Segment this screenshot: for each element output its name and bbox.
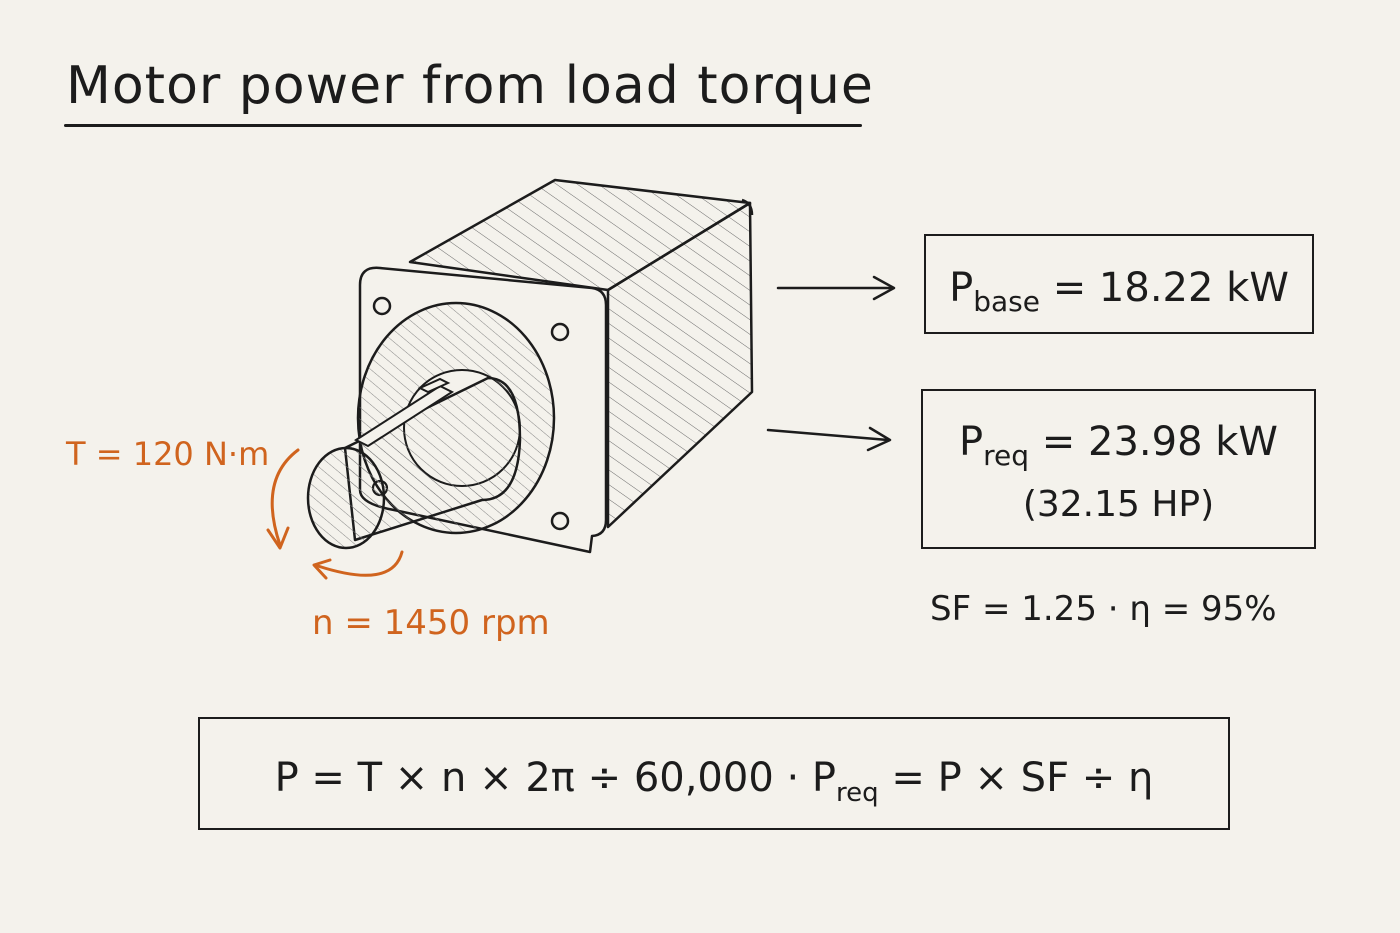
formula-box: P = T × n × 2π ÷ 60,000 · Preq = P × SF … bbox=[198, 717, 1230, 830]
base-power-value: = 18.22 kW bbox=[1052, 265, 1289, 311]
diagram-title: Motor power from load torque bbox=[66, 56, 874, 116]
required-power-symbol: P bbox=[959, 419, 984, 465]
arrow-to-req-icon bbox=[766, 428, 890, 442]
formula-part2: = P × SF ÷ η bbox=[878, 755, 1154, 801]
bolt-hole bbox=[550, 322, 570, 342]
torque-arrow-icon bbox=[270, 448, 300, 547]
bolt-hole bbox=[372, 296, 392, 316]
formula-part1: P = T × n × 2π ÷ 60,000 · bbox=[274, 755, 812, 801]
formula-symbol: P bbox=[811, 755, 837, 801]
factors-line: SF = 1.25 · η = 95% bbox=[930, 589, 1277, 629]
shaft-end bbox=[306, 446, 386, 550]
bolt-hole bbox=[550, 511, 570, 531]
base-power-box: Pbase = 18.22 kW bbox=[924, 234, 1314, 334]
shaft-key bbox=[353, 384, 455, 448]
required-power-result: Preq = 23.98 kW bbox=[923, 419, 1314, 472]
base-power-symbol: P bbox=[949, 265, 974, 311]
speed-arrow-icon bbox=[316, 550, 404, 577]
base-power-subscript: base bbox=[973, 285, 1040, 318]
required-power-subscript: req bbox=[983, 439, 1030, 472]
speed-label: n = 1450 rpm bbox=[312, 603, 550, 643]
title-underline bbox=[64, 124, 862, 127]
formula-line: P = T × n × 2π ÷ 60,000 · Preq = P × SF … bbox=[200, 755, 1228, 808]
motor-shaft bbox=[343, 376, 522, 542]
required-power-hp: (32.15 HP) bbox=[1022, 484, 1215, 525]
required-power-value: = 23.98 kW bbox=[1041, 419, 1278, 465]
required-power-box: Preq = 23.98 kW (32.15 HP) bbox=[921, 389, 1316, 549]
torque-label: T = 120 N·m bbox=[66, 435, 270, 473]
motor-body-side bbox=[606, 201, 754, 529]
formula-subscript: req bbox=[836, 778, 879, 808]
base-power-result: Pbase = 18.22 kW bbox=[926, 265, 1312, 318]
